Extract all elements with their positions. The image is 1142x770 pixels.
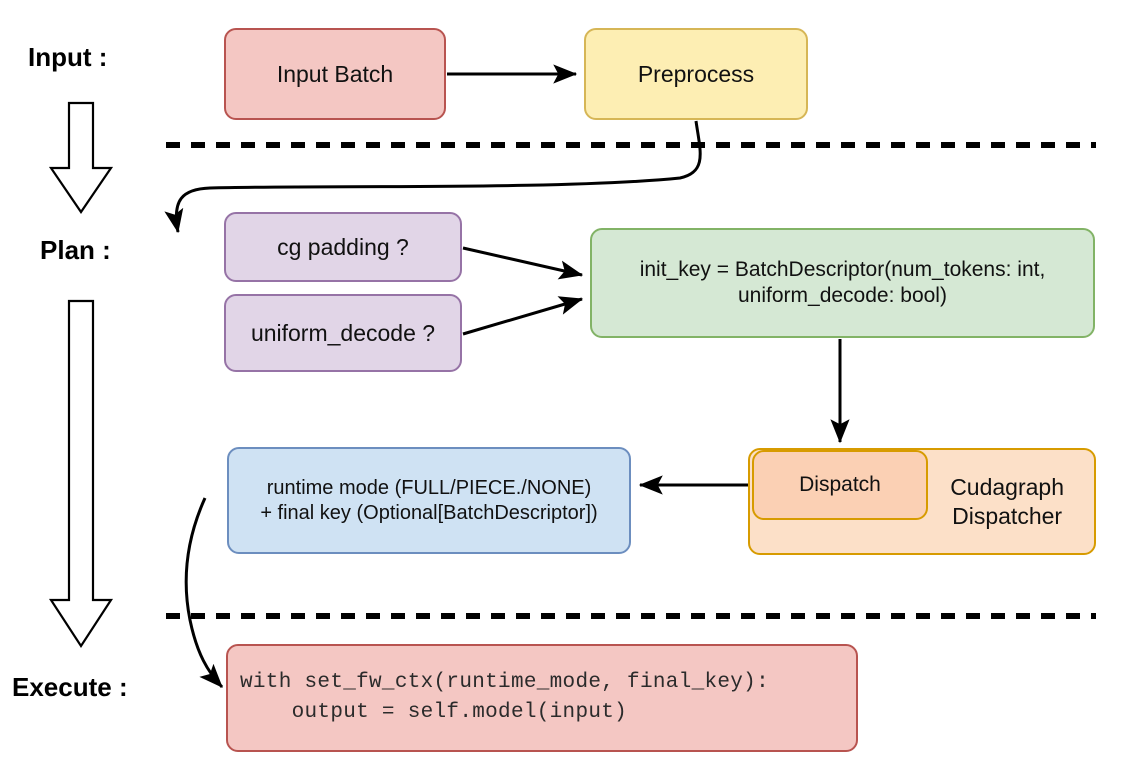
input-batch-node[interactable]: Input Batch — [224, 28, 446, 120]
runtime-mode-to-execute-code-arrow — [184, 497, 224, 689]
stage-label-plan: Plan : — [40, 235, 111, 265]
stage-arrow-input-to-plan — [48, 101, 114, 214]
execute-code-line-2: output = self.model(input) — [240, 701, 628, 724]
dispatch-label: Dispatch — [799, 472, 881, 496]
stage-arrow-plan-to-execute — [48, 299, 114, 649]
stage-label-input: Input : — [28, 42, 108, 72]
cg-padding-node[interactable]: cg padding ? — [224, 212, 462, 282]
uniform-decode-node[interactable]: uniform_decode ? — [224, 294, 462, 372]
dispatch-node[interactable]: Dispatch — [752, 450, 928, 520]
cg-padding-label: cg padding ? — [277, 233, 409, 260]
preprocess-label: Preprocess — [637, 60, 755, 87]
runtime-mode-node[interactable]: runtime mode (FULL/PIECE./NONE) + final … — [227, 447, 631, 554]
cudagraph-dispatcher-label: Cudagraph Dispatcher — [950, 473, 1064, 529]
execute-code-text: with set_fw_ctx(runtime_mode, final_key)… — [228, 668, 769, 729]
preprocess-node[interactable]: Preprocess — [584, 28, 808, 120]
uniform-decode-label: uniform_decode ? — [250, 319, 436, 346]
input-batch-label: Input Batch — [276, 60, 394, 87]
uniform-decode-to-init-key-arrow — [462, 296, 584, 336]
execute-code-node[interactable]: with set_fw_ctx(runtime_mode, final_key)… — [226, 644, 858, 752]
runtime-mode-label: runtime mode (FULL/PIECE./NONE) + final … — [260, 476, 598, 524]
execute-code-line-1: with set_fw_ctx(runtime_mode, final_key)… — [240, 670, 769, 694]
init-key-node[interactable]: init_key = BatchDescriptor(num_tokens: i… — [590, 228, 1095, 338]
cg-padding-to-init-key-arrow — [462, 246, 584, 280]
init-key-label: init_key = BatchDescriptor(num_tokens: i… — [639, 257, 1046, 307]
stage-label-execute: Execute : — [12, 672, 128, 702]
